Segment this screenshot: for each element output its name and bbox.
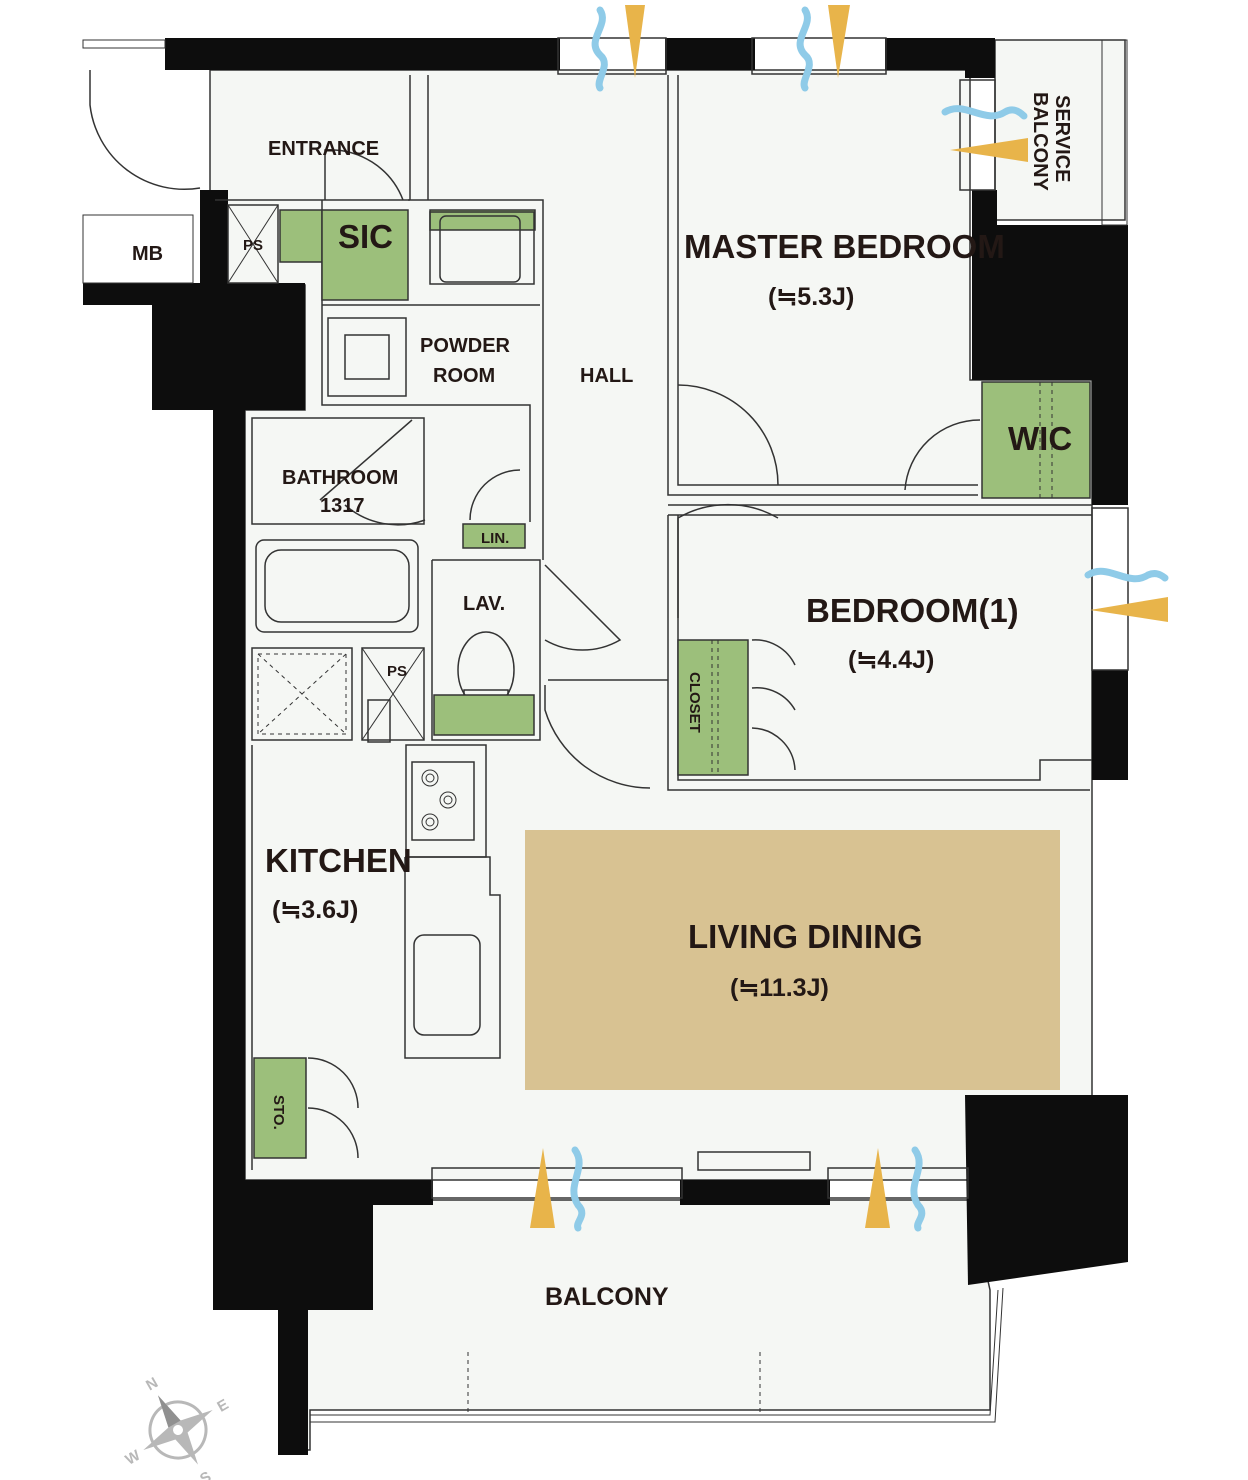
hall-label: HALL	[580, 365, 633, 387]
bathroom-label: BATHROOM	[282, 467, 398, 489]
lav-label: LAV.	[463, 593, 505, 615]
compass-south: S	[197, 1468, 214, 1480]
bathroom-size: 1317	[320, 495, 365, 517]
bedroom1-size: (≒4.4J)	[848, 646, 934, 674]
master-bedroom-label: MASTER BEDROOM	[684, 228, 1005, 265]
wic-label: WIC	[1008, 420, 1072, 457]
compass-north: N	[143, 1374, 161, 1394]
living-dining-area	[525, 830, 1060, 1090]
mb-label: MB	[132, 243, 163, 265]
powder-room-label-1: POWDER	[420, 335, 511, 357]
sunlight-icons	[530, 5, 1168, 1228]
kitchen-size: (≒3.6J)	[272, 896, 358, 924]
storage-areas	[253, 209, 1091, 1159]
powder-room-label-2: ROOM	[433, 365, 495, 387]
kitchen-label: KITCHEN	[265, 842, 412, 879]
bedroom1-label: BEDROOM(1)	[806, 592, 1019, 629]
balcony-label: BALCONY	[545, 1283, 669, 1311]
room-labels: ENTRANCE SIC PS MB POWDER ROOM HALL MAST…	[132, 92, 1073, 1311]
ventilation-icons	[570, 6, 1169, 1232]
living-dining-label: LIVING DINING	[688, 918, 923, 955]
ps-label-1: PS	[243, 237, 263, 254]
compass-west: W	[123, 1446, 144, 1468]
windows	[431, 37, 1129, 1199]
living-dining-size: (≒11.3J)	[730, 974, 829, 1002]
compass-east: E	[214, 1396, 231, 1416]
lin-label: LIN.	[481, 530, 509, 547]
sto-label: STO.	[270, 1095, 287, 1130]
railings	[82, 39, 1128, 1423]
stove-icon	[421, 769, 457, 831]
entrance-label: ENTRANCE	[268, 138, 379, 160]
compass-rose-icon: N E S W	[123, 1374, 232, 1480]
sic-label: SIC	[338, 218, 393, 255]
master-bedroom-size: (≒5.3J)	[768, 283, 854, 311]
service-balcony-label-2: BALCONY	[1029, 92, 1051, 192]
closet-label: CLOSET	[686, 672, 703, 733]
service-balcony-label-1: SERVICE	[1051, 95, 1073, 182]
walls	[83, 38, 1128, 1455]
doors	[89, 70, 981, 1159]
ps-label-2: PS	[387, 663, 407, 680]
